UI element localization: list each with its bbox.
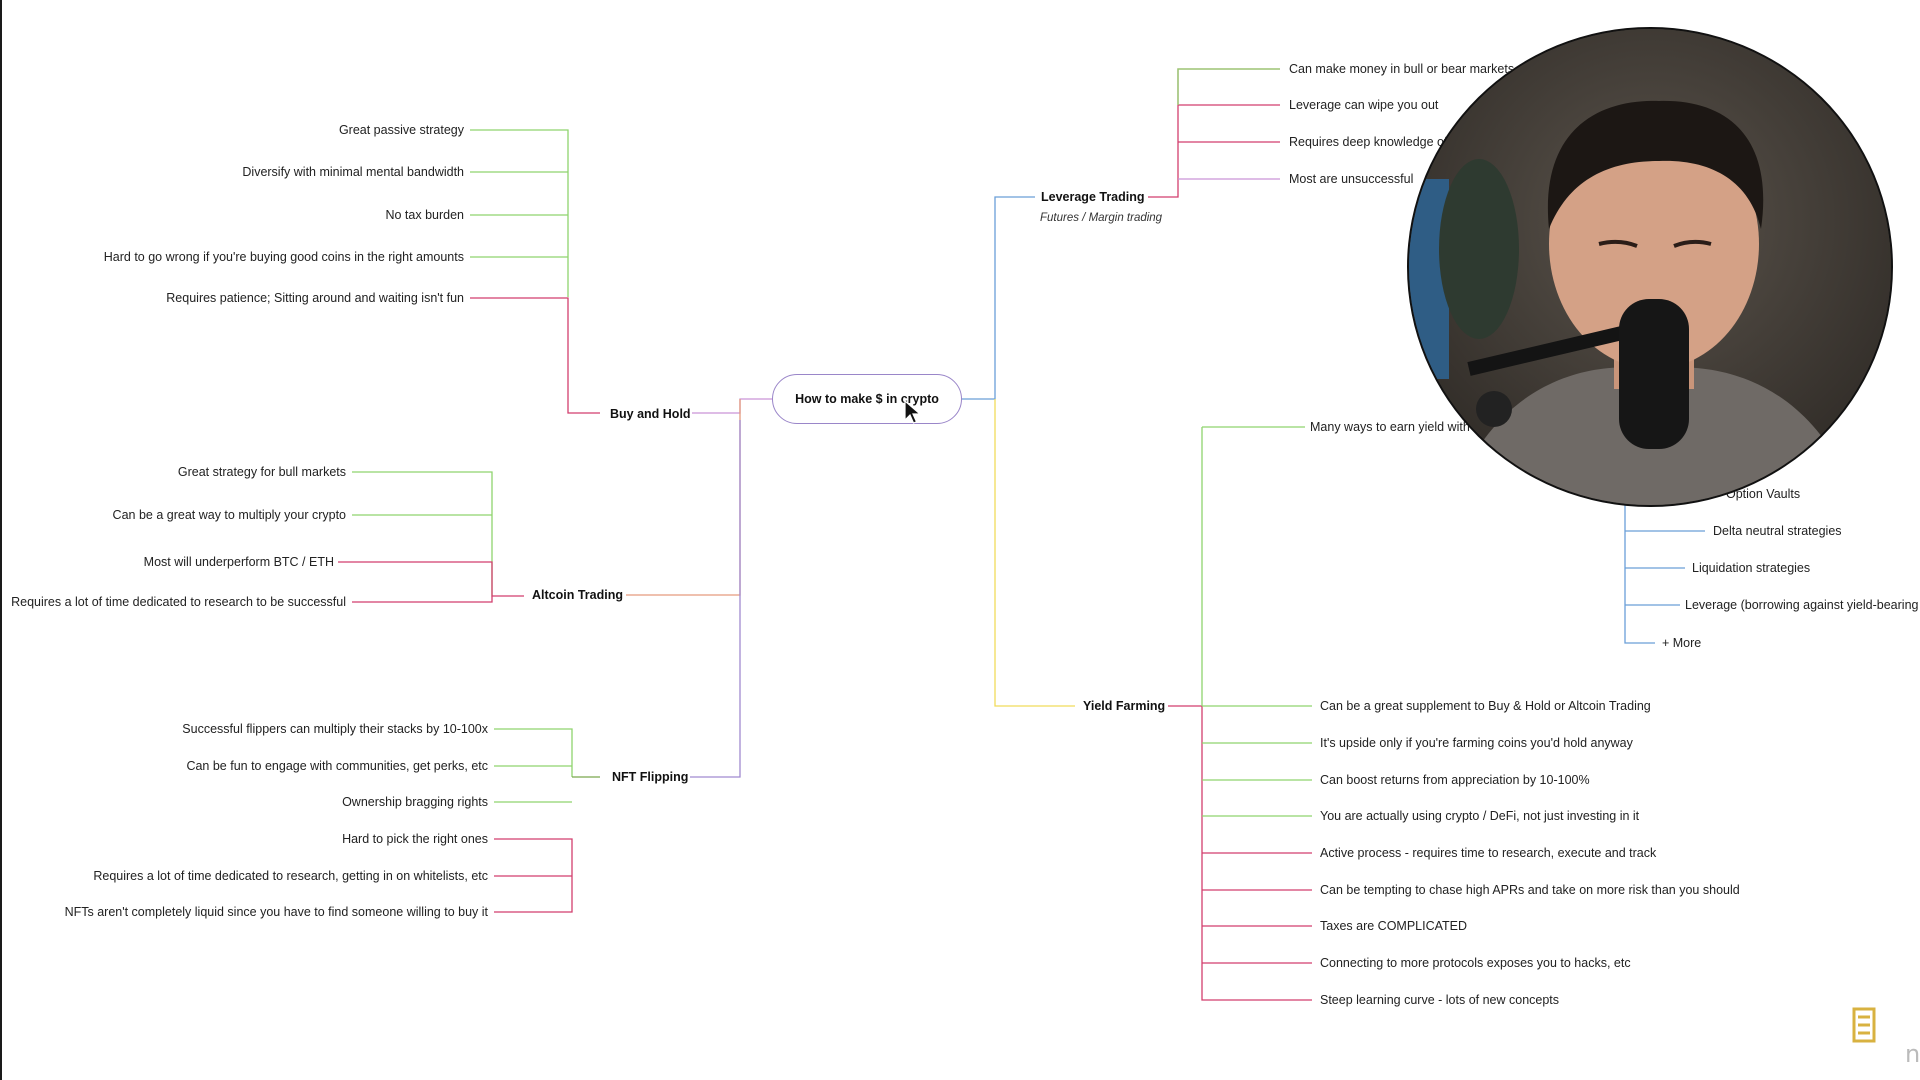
yield-item[interactable]: Active process - requires time to resear… [1320,846,1657,860]
topic-nft-flipping[interactable]: NFT Flipping [612,770,689,784]
yield-item[interactable]: You are actually using crypto / DeFi, no… [1320,809,1640,823]
left-edge-divider [0,0,2,1080]
yield-item[interactable]: Can be tempting to chase high APRs and t… [1320,883,1740,897]
topic-altcoin-trading[interactable]: Altcoin Trading [532,588,623,602]
buy-hold-item[interactable]: Hard to go wrong if you're buying good c… [103,250,464,264]
yield-item[interactable]: Connecting to more protocols exposes you… [1320,956,1631,970]
webcam-overlay [1407,27,1893,507]
nft-item[interactable]: Can be fun to engage with communities, g… [186,759,488,773]
altcoin-item[interactable]: Great strategy for bull markets [177,465,346,479]
yield-item[interactable]: It's upside only if you're farming coins… [1320,736,1633,750]
leverage-item[interactable]: Most are unsuccessful [1289,172,1414,186]
nft-item[interactable]: NFTs aren't completely liquid since you … [64,905,488,919]
leverage-item[interactable]: Can make money in bull or bear markets [1289,62,1515,76]
yield-way-liquidation[interactable]: Liquidation strategies [1692,561,1811,575]
topic-yield-farming[interactable]: Yield Farming [1083,699,1166,713]
corner-watermark-text: n [1905,1040,1920,1068]
buy-hold-item[interactable]: No tax burden [385,208,464,222]
yield-way-delta-neutral[interactable]: Delta neutral strategies [1713,524,1842,538]
topic-leverage-trading[interactable]: Leverage Trading [1041,190,1145,204]
altcoin-item[interactable]: Can be a great way to multiply your cryp… [112,508,346,522]
leverage-item[interactable]: Leverage can wipe you out [1289,98,1439,112]
yield-ways-item[interactable]: Many ways to earn yield with [1310,420,1470,434]
yield-item[interactable]: Can boost returns from appreciation by 1… [1320,773,1590,787]
buy-hold-item[interactable]: Great passive strategy [338,123,464,137]
yield-item[interactable]: Taxes are COMPLICATED [1320,919,1468,933]
arrow-cursor-icon [904,400,922,424]
buy-hold-item[interactable]: Requires patience; Sitting around and wa… [166,291,464,305]
nft-item[interactable]: Hard to pick the right ones [342,832,488,846]
brand-logo-icon [1852,1007,1876,1043]
leverage-item[interactable]: Requires deep knowledge of [1289,135,1448,149]
topic-buy-and-hold[interactable]: Buy and Hold [610,407,691,421]
yield-item[interactable]: Steep learning curve - lots of new conce… [1320,993,1560,1007]
altcoin-item[interactable]: Most will underperform BTC / ETH [143,555,334,569]
nft-item[interactable]: Ownership bragging rights [342,795,488,809]
yield-way-option-vaults[interactable]: Option Vaults [1726,487,1801,501]
root-node-label: How to make $ in crypto [795,392,939,406]
yield-way-more[interactable]: + More [1662,636,1702,650]
altcoin-item[interactable]: Requires a lot of time dedicated to rese… [11,595,346,609]
presenter-video-frame [1409,29,1891,505]
yield-item[interactable]: Can be a great supplement to Buy & Hold … [1320,699,1651,713]
leverage-subtitle: Futures / Margin trading [1040,212,1163,224]
nft-item[interactable]: Requires a lot of time dedicated to rese… [93,869,488,883]
yield-way-leverage[interactable]: Leverage (borrowing against yield-bearin… [1685,598,1920,612]
nft-item[interactable]: Successful flippers can multiply their s… [182,722,488,736]
root-node[interactable]: How to make $ in crypto [772,374,962,424]
buy-hold-item[interactable]: Diversify with minimal mental bandwidth [242,165,464,179]
